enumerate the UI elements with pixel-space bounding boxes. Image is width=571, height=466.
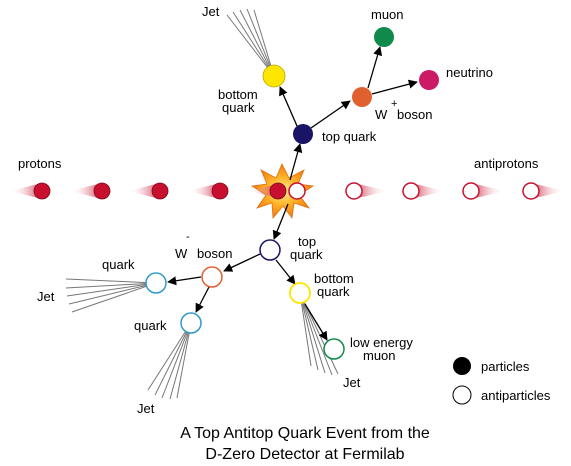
decay-arrows	[167, 46, 418, 341]
jet-left-lines	[65, 278, 157, 313]
legend-particles-label: particles	[481, 359, 530, 374]
neutrino-particle	[419, 70, 439, 90]
label-bottom-quark-top-1: bottom	[218, 87, 258, 102]
label-jet-bottom-left: Jet	[137, 401, 155, 416]
antiproton-2	[462, 182, 505, 200]
label-low-energy-2: muon	[363, 348, 396, 363]
label-muon: muon	[371, 7, 404, 22]
label-antiprotons: antiprotons	[474, 156, 539, 171]
antiproton-3	[402, 182, 445, 200]
label-jet-left: Jet	[37, 289, 55, 304]
label-w-minus-w: W	[175, 246, 188, 261]
bottom-quark-particle	[262, 64, 286, 88]
legend-antiparticle-swatch	[452, 385, 472, 405]
arrow-to-antitop	[272, 203, 289, 240]
low-energy-muon-antiparticle	[323, 338, 345, 360]
proton-3	[128, 182, 169, 200]
arrow-to-quark-lower	[195, 286, 210, 313]
arrow-to-bottom-quark	[279, 86, 298, 127]
label-w-plus-w: W	[375, 107, 388, 122]
label-quark-left: quark	[102, 257, 135, 272]
colliding-antiproton	[288, 182, 306, 200]
jet-top-lines	[226, 8, 275, 77]
antiproton-beam	[345, 182, 565, 200]
arrow-to-w-minus	[223, 253, 261, 272]
quark-lower-antiparticle	[180, 312, 202, 334]
proton-beam	[10, 182, 229, 200]
label-top-1: top	[298, 234, 316, 249]
label-w-plus-sign: +	[391, 98, 397, 110]
label-quark-lower: quark	[134, 318, 167, 333]
quark-left-antiparticle	[145, 272, 167, 294]
arrow-to-quark-left	[167, 276, 202, 286]
label-neutrino: neutrino	[446, 65, 493, 80]
caption-line-2: D-Zero Detector at Fermilab	[205, 446, 404, 463]
colliding-proton	[248, 182, 287, 200]
arrow-to-bottom-antiquark	[275, 259, 296, 285]
bottom-antiquark-antiparticle	[289, 282, 311, 304]
w-plus-boson-particle	[352, 87, 372, 107]
label-top-2: quark	[290, 247, 323, 262]
label-bottom-quark-low-2: quark	[317, 284, 350, 299]
proton-1	[10, 182, 51, 200]
jet-bottom-left-lines	[147, 322, 192, 400]
antiproton-4	[345, 182, 388, 200]
legend-antiparticles-label: antiparticles	[481, 388, 551, 403]
arrow-to-w-plus	[310, 100, 351, 129]
label-top-quark: top quark	[322, 129, 377, 144]
label-jet-bottom-right: Jet	[343, 375, 361, 390]
label-bottom-quark-top-2: quark	[222, 100, 255, 115]
arrow-to-low-energy-muon	[304, 303, 328, 341]
label-bottom-quark-low-1: bottom	[314, 271, 354, 286]
label-w-minus-sign: -	[186, 231, 190, 243]
arrow-to-muon	[367, 46, 383, 89]
arrow-to-neutrino	[371, 79, 418, 95]
arrow-to-top-quark	[289, 143, 303, 181]
label-w-plus-boson: boson	[397, 107, 432, 122]
muon-particle	[374, 27, 394, 47]
antitop-quark-antiparticle	[259, 239, 281, 261]
proton-4	[188, 182, 229, 200]
label-protons: protons	[18, 156, 62, 171]
legend: particles antiparticles	[452, 357, 551, 405]
antiproton-1	[522, 182, 565, 200]
w-minus-boson-antiparticle	[201, 266, 223, 288]
top-quark-particle	[293, 124, 313, 144]
legend-particle-swatch	[453, 357, 471, 375]
label-low-energy-1: low energy	[350, 335, 413, 350]
proton-2	[70, 182, 111, 200]
label-w-minus-boson: boson	[197, 246, 232, 261]
caption-line-1: A Top Antitop Quark Event from the	[180, 425, 430, 442]
label-jet-top: Jet	[202, 4, 220, 19]
